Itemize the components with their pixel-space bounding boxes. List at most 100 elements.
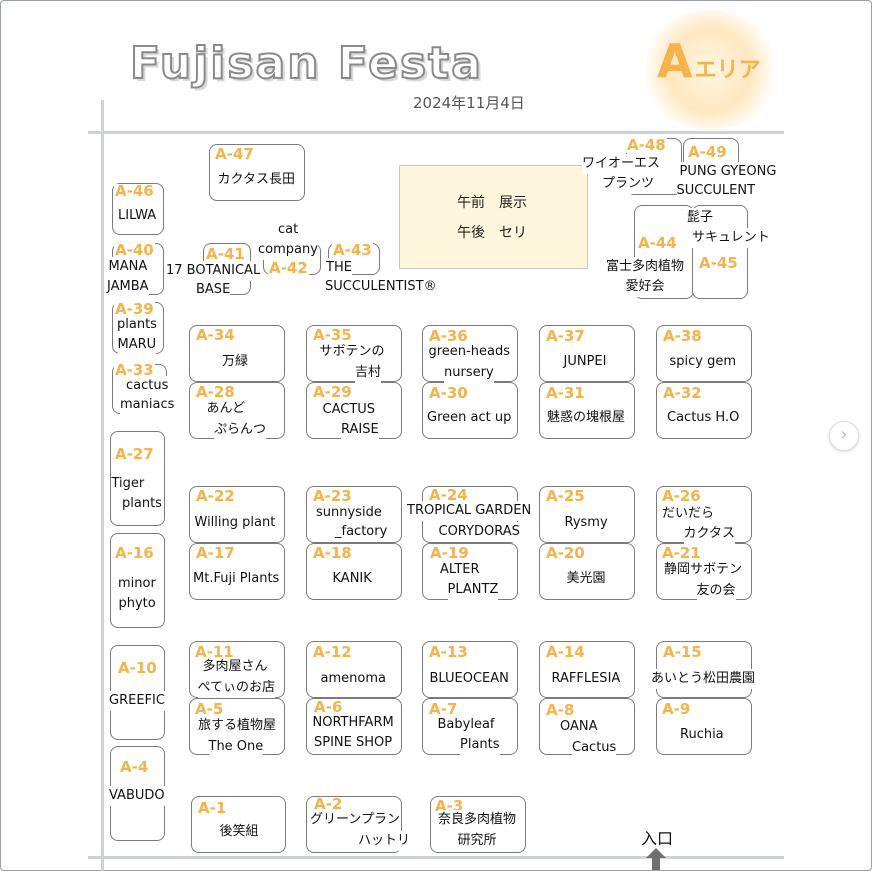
booth-name: TROPICAL GARDEN: [407, 501, 532, 521]
booth-name: JAMBA: [107, 277, 149, 297]
booth-code: A-25: [545, 487, 586, 505]
booth-name: amenoma: [320, 669, 386, 689]
booth-code: A-17: [195, 544, 236, 562]
booth-code: A-1: [197, 799, 228, 817]
booth-code: A-37: [545, 327, 586, 345]
booth-name: phyto: [118, 594, 156, 614]
booth-name: 静岡サボテン: [664, 560, 743, 580]
stage-morning-label: 午前 展示: [457, 195, 527, 211]
booth-name: green-heads: [428, 342, 510, 362]
booth-code: A-19: [429, 544, 470, 562]
booth-name: Cactus: [572, 738, 617, 758]
booth-name: cactus: [126, 376, 169, 396]
booth-code: A-31: [545, 384, 586, 402]
booth-name: Green act up: [427, 408, 512, 428]
booth-code: A-22: [195, 487, 236, 505]
aisle-bottom: [88, 856, 784, 859]
booth-name: PLANTZ: [447, 580, 499, 600]
booth-name: nursery: [444, 363, 494, 383]
booth-name: plants: [117, 315, 157, 335]
booth-name: サキュレント: [692, 228, 770, 248]
booth-name: あんど: [206, 399, 246, 419]
next-arrow-button[interactable]: ›: [829, 421, 859, 451]
page-title: Fujisan Festa: [129, 37, 483, 90]
booth-code: A-2: [313, 795, 344, 813]
booth-code: A-36: [428, 327, 469, 345]
booth-code: A-23: [312, 487, 353, 505]
booth-code: A-39: [114, 300, 155, 318]
booth-code: A-9: [661, 700, 692, 718]
booth-code: A-30: [428, 384, 469, 402]
booth-name: 吉村: [355, 363, 382, 383]
booth-name: カクタス: [683, 524, 735, 544]
booth-code: A-42: [268, 259, 309, 277]
booth-code: A-34: [195, 326, 236, 344]
booth-name: BASE: [196, 280, 231, 300]
area-badge-text: エリア: [694, 58, 761, 83]
booth-code: A-8: [545, 701, 576, 719]
booth-code: A-41: [205, 245, 246, 263]
booth-name: 友の会: [696, 581, 736, 601]
booth-code: A-4: [119, 758, 150, 776]
booth-name: MARU: [117, 335, 157, 355]
booth-name: CACTUS: [322, 400, 376, 420]
booth-name: サボテンの: [319, 342, 385, 362]
area-badge-glow: [640, 10, 780, 130]
booth-name: ぷらんつ: [214, 420, 267, 440]
entrance-arrow-icon: [646, 848, 666, 870]
booth-code: A-10: [117, 659, 158, 677]
booth-code: A-32: [662, 384, 703, 402]
booth-name: Willing plant: [194, 513, 276, 533]
booth-name: RAISE: [341, 420, 379, 440]
booth-name: plants: [122, 494, 162, 514]
booth-code: A-11: [194, 643, 235, 661]
booth-code: A-43: [332, 241, 373, 259]
booth-name: あいとう松田農園: [651, 669, 756, 689]
booth-code: A-45: [698, 254, 739, 272]
booth-code: A-13: [428, 643, 469, 661]
booth-name: 富士多肉植物: [606, 257, 685, 277]
booth-name: カクタス長田: [217, 170, 295, 190]
booth-name: SUCCULENTIST®: [325, 277, 437, 297]
booth-code: A-49: [687, 143, 728, 161]
booth-name: LILWA: [118, 206, 157, 226]
booth-name: Plants: [460, 735, 500, 755]
booth-name: CORYDORAS: [438, 522, 520, 542]
booth-name: _factory: [335, 522, 388, 542]
booth-code: A-27: [114, 445, 155, 463]
booth-code: A-21: [661, 544, 702, 562]
booth-name: グリーンプラン: [310, 810, 400, 830]
booth-name: KANIK: [332, 569, 372, 589]
booth-name: 美光園: [566, 569, 606, 589]
booth-name: Babyleaf: [437, 715, 495, 735]
booth-code: A-35: [312, 326, 353, 344]
booth-name: だいだら: [662, 504, 715, 524]
booth-code: A-33: [114, 361, 155, 379]
booth-name: 愛好会: [625, 277, 665, 297]
area-badge-letter: A: [657, 34, 693, 88]
booth-name: Mt.Fuji Plants: [193, 569, 280, 589]
booth-name: BLUEOCEAN: [429, 669, 509, 689]
booth-name: 万緑: [222, 352, 249, 372]
booth-name: SPINE SHOP: [314, 733, 393, 753]
aisle-left: [101, 100, 104, 871]
booth-name: 旅する植物屋: [198, 716, 277, 736]
booth-code: A-18: [312, 544, 353, 562]
booth-name: PUNG GYEONG: [679, 162, 777, 182]
booth-name: 魅惑の塊根屋: [547, 408, 626, 428]
booth-name: sunnyside: [316, 503, 382, 523]
booth-name: ぺてぃのお店: [197, 678, 275, 698]
aisle-top: [88, 131, 784, 134]
booth-name: MANA: [108, 257, 148, 277]
stage-afternoon-label: 午後 セリ: [457, 225, 527, 241]
booth-name: RAFFLESIA: [551, 669, 621, 689]
booth-name: The One: [208, 737, 264, 757]
booth-code: A-16: [114, 544, 155, 562]
booth-name: 髭子: [687, 208, 714, 228]
booth-code: A-44: [637, 234, 678, 252]
booth-name: VABUDO: [109, 786, 165, 806]
stage-area: 午前 展示 午後 セリ: [399, 165, 588, 269]
booth-code: A-15: [662, 643, 703, 661]
booth-code: A-48: [626, 136, 667, 154]
booth-name: THE: [326, 258, 352, 278]
